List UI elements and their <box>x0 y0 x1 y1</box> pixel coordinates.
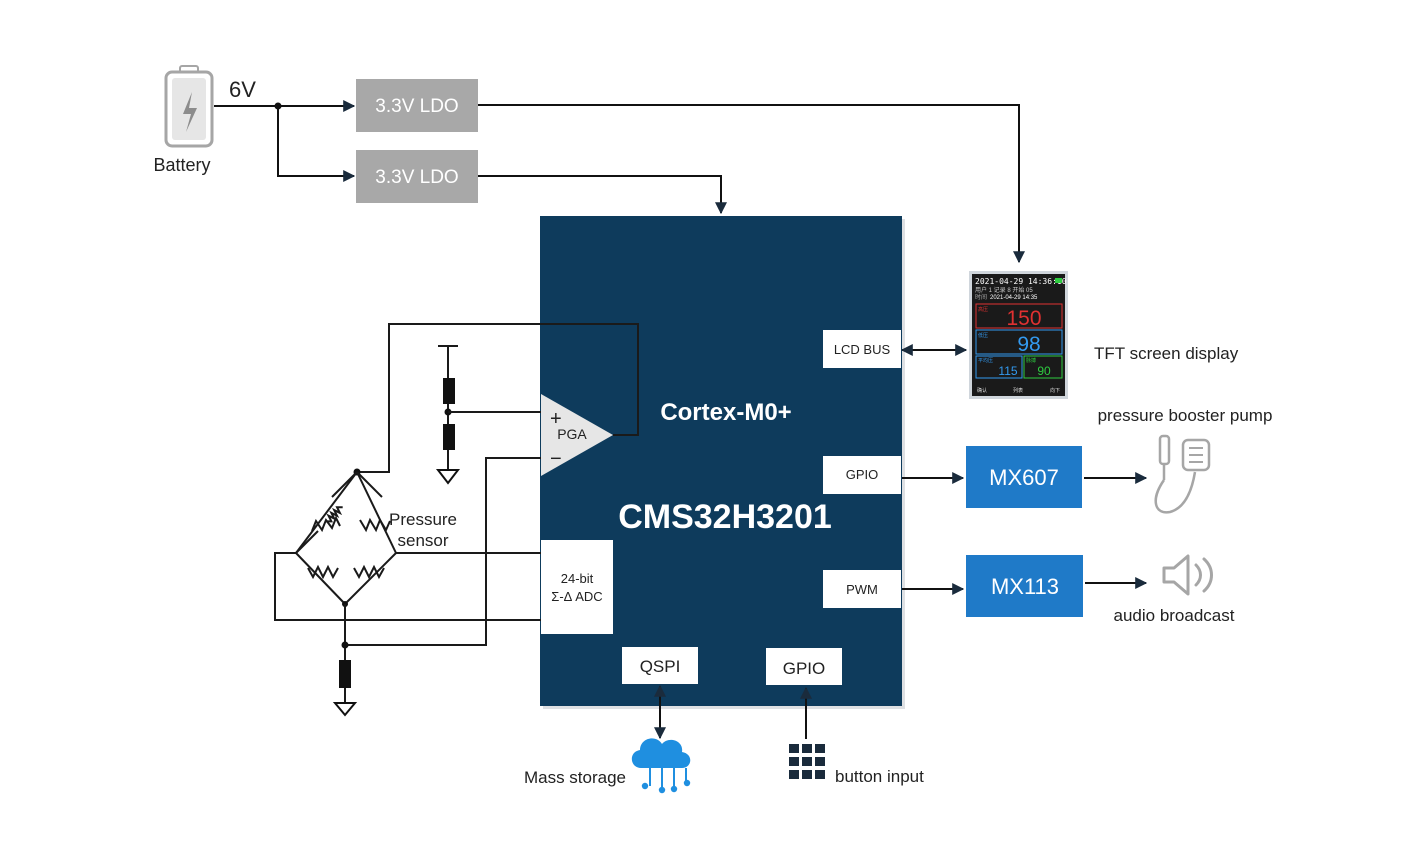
gpio-buttons-label: GPIO <box>783 659 826 678</box>
lcd-bus-port <box>823 330 901 368</box>
pwm-port <box>823 570 901 608</box>
mx607-driver-block <box>966 446 1082 508</box>
ground-symbol-1 <box>435 469 461 485</box>
pump-icon <box>1154 434 1211 514</box>
storage-label: Mass storage <box>524 768 626 787</box>
ldo-block-2 <box>356 150 478 203</box>
battery-icon <box>164 65 214 148</box>
svg-text:2021-04-29 14:36:10: 2021-04-29 14:36:10 <box>975 277 1067 286</box>
battery-to-ldo2-arrow <box>277 106 356 182</box>
ldo-label-1: 3.3V LDO <box>375 96 458 117</box>
speaker-icon <box>1162 554 1213 596</box>
ldo1-to-tft-arrow <box>478 104 1025 264</box>
pga-label: PGA <box>557 426 587 442</box>
ldo-label-2: 3.3V LDO <box>375 167 458 188</box>
lcd-bus-label: LCD BUS <box>834 342 891 357</box>
svg-text:用户 1 记录 8 开始 05: 用户 1 记录 8 开始 05 <box>975 286 1033 294</box>
buttons-label: button input <box>835 767 924 786</box>
cloud-storage-icon <box>631 738 691 794</box>
mcu-core-label: Cortex-M0+ <box>660 399 791 426</box>
ground-symbol-2 <box>332 702 358 717</box>
svg-text:低压: 低压 <box>978 332 988 339</box>
pga-amplifier <box>541 394 613 476</box>
gpio-pump-port <box>823 456 901 494</box>
adc-label-line1: 24-bit <box>561 571 594 586</box>
gpio-buttons-port <box>766 648 842 685</box>
mx113-driver-block <box>966 555 1083 617</box>
adc-label-line2: Σ-Δ ADC <box>551 589 602 604</box>
pump-label: pressure booster pump <box>1098 406 1273 425</box>
svg-text:2021-04-29 14:35: 2021-04-29 14:35 <box>990 295 1038 301</box>
svg-text:150: 150 <box>1006 307 1041 330</box>
keypad-icon <box>789 744 825 779</box>
svg-text:列表: 列表 <box>1013 387 1023 394</box>
adc-block <box>541 540 613 634</box>
qspi-label: QSPI <box>640 657 681 676</box>
svg-text:时间: 时间 <box>975 293 987 301</box>
pwm-label: PWM <box>846 582 878 597</box>
mx607-label: MX607 <box>989 465 1059 490</box>
wheatstone-bridge <box>295 468 397 607</box>
gpio-pump-label: GPIO <box>846 467 879 482</box>
pga-minus-label: − <box>550 448 562 470</box>
svg-text:确认: 确认 <box>977 387 987 394</box>
audio-label: audio broadcast <box>1114 606 1235 625</box>
ldo-block-1 <box>356 79 478 132</box>
mx113-label: MX113 <box>991 574 1059 599</box>
pressure-sensor-label-1: Pressure <box>389 510 457 529</box>
svg-text:90: 90 <box>1037 364 1051 378</box>
ldo2-to-mcu-arrow <box>478 175 727 215</box>
svg-text:98: 98 <box>1017 333 1040 356</box>
tft-screen-icon: 2021-04-29 14:36:10 用户 1 记录 8 开始 05 时间 2… <box>969 271 1068 399</box>
pressure-sensor-label-2: sensor <box>397 531 448 550</box>
qspi-port <box>622 647 698 684</box>
svg-text:向下: 向下 <box>1050 387 1060 394</box>
svg-text:脉搏: 脉搏 <box>1026 357 1036 364</box>
svg-text:平均压: 平均压 <box>978 357 993 364</box>
tft-label: TFT screen display <box>1094 344 1239 363</box>
battery-voltage-label: 6V <box>229 77 256 102</box>
svg-text:115: 115 <box>998 364 1017 378</box>
svg-text:高压: 高压 <box>978 306 988 313</box>
mcu-name-label: CMS32H3201 <box>618 498 832 536</box>
pga-plus-label: + <box>550 408 562 430</box>
battery-label: Battery <box>153 155 210 175</box>
